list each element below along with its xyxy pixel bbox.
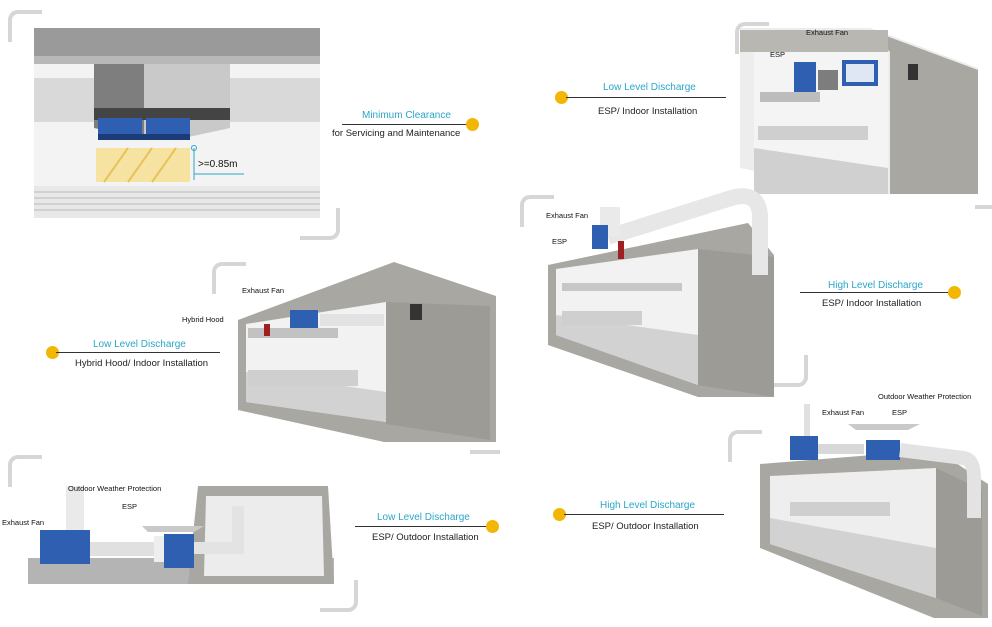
corner-bracket [8,10,42,42]
clearance-rule [342,124,472,125]
low-esp-outdoor-label-weather-protection: Outdoor Weather Protection [68,484,162,493]
low-hybrid-dot [46,346,59,359]
high-esp-indoor-rule [800,292,952,293]
corner-bracket [735,22,769,54]
low-hybrid-label-hybrid-hood: Hybrid Hood [182,315,224,324]
high-esp-indoor-illustration: Exhaust Fan ESP [546,185,776,397]
high-esp-outdoor-label-esp: ESP [892,408,908,417]
low-esp-outdoor-title: Low Level Discharge [377,512,470,523]
high-esp-indoor-label-esp: ESP [552,237,568,246]
high-esp-indoor-subtitle: ESP/ Indoor Installation [822,298,922,309]
high-esp-outdoor-building [760,404,988,618]
corner-bracket [212,262,246,294]
clearance-drawing [34,28,320,218]
clearance-dot [466,118,479,131]
low-esp-outdoor-illustration: Outdoor Weather Protection ESP Exhaust F… [2,484,334,584]
clearance-dimension: >=0.85m [198,159,238,170]
low-esp-indoor-room [740,28,978,194]
low-esp-indoor-subtitle: ESP/ Indoor Installation [598,106,698,117]
corner-bracket [975,205,992,209]
low-esp-indoor-illustration: Exhaust Fan ESP [740,18,980,194]
high-esp-indoor-label-exhaust-fan: Exhaust Fan [546,211,589,220]
high-esp-outdoor-dot [553,508,566,521]
high-esp-outdoor-title: High Level Discharge [600,500,696,511]
low-hybrid-illustration: Exhaust Fan Hybrid Hood [182,262,496,442]
low-esp-outdoor-dot [486,520,499,533]
low-hybrid-subtitle: Hybrid Hood/ Indoor Installation [75,358,209,369]
corner-bracket [520,195,554,227]
low-esp-indoor-title: Low Level Discharge [603,82,696,93]
high-esp-outdoor-illustration: Exhaust Fan Outdoor Weather Protection E… [760,392,990,618]
low-esp-indoor-label-exhaust-fan: Exhaust Fan [806,28,849,37]
low-esp-outdoor-label-exhaust-fan: Exhaust Fan [2,518,45,527]
low-hybrid-title: Low Level Discharge [93,339,186,350]
high-esp-outdoor-rule [564,514,724,515]
high-esp-outdoor-label-exhaust-fan: Exhaust Fan [822,408,865,417]
low-hybrid-rule [56,352,220,353]
low-hybrid-label-exhaust-fan: Exhaust Fan [242,286,285,295]
low-esp-outdoor-label-esp: ESP [122,502,138,511]
high-esp-outdoor-subtitle: ESP/ Outdoor Installation [592,521,699,532]
low-esp-indoor-rule [566,97,726,98]
high-esp-indoor-room [548,188,774,397]
corner-bracket [470,450,500,454]
low-esp-indoor-label-esp: ESP [770,50,786,59]
high-esp-outdoor-label-weather-protection: Outdoor Weather Protection [878,392,972,401]
clearance-title: Minimum Clearance [362,110,451,121]
corner-bracket [320,580,358,612]
corner-bracket [8,455,42,487]
low-esp-outdoor-scene [28,486,334,584]
low-esp-outdoor-rule [355,526,490,527]
corner-bracket [300,208,340,240]
corner-bracket [770,355,808,387]
clearance-illustration: >=0.85m [34,28,320,218]
low-esp-outdoor-subtitle: ESP/ Outdoor Installation [372,532,479,543]
low-hybrid-room [238,262,496,442]
corner-bracket [728,430,762,462]
high-esp-indoor-title: High Level Discharge [828,280,924,291]
clearance-subtitle: for Servicing and Maintenance [332,128,461,139]
low-esp-indoor-dot [555,91,568,104]
high-esp-indoor-dot [948,286,961,299]
